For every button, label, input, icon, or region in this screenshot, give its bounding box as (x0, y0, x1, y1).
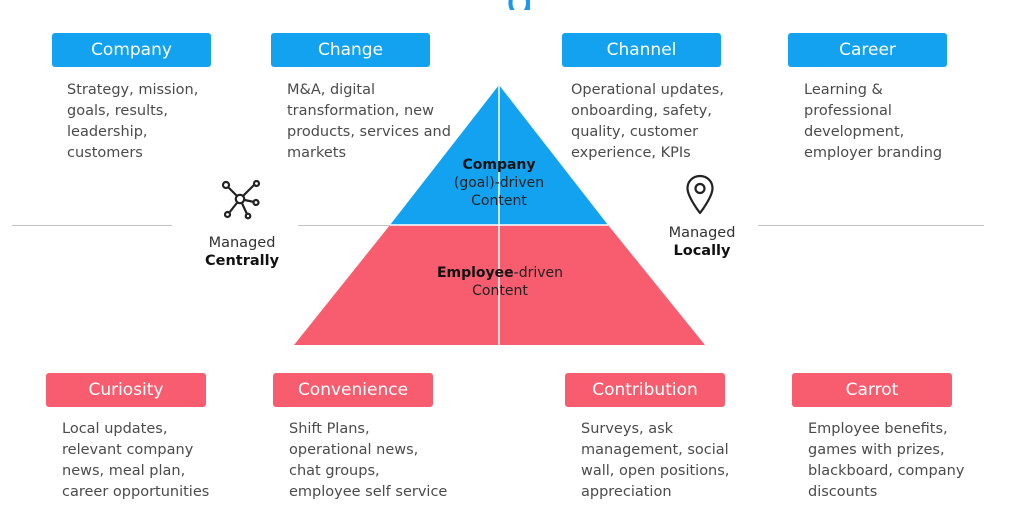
desc-line: relevant company (62, 442, 194, 458)
desc-line: development, (804, 124, 905, 140)
desc-line: Shift Plans, (289, 421, 370, 437)
carrot-description: Employee benefits, games with prizes, bl… (808, 419, 964, 503)
managed-right-line2: Locally (673, 243, 731, 259)
desc-line: management, social (581, 442, 729, 458)
category-company: Company (52, 33, 211, 67)
pyramid-bottom-line1: Employee-driven (436, 265, 564, 281)
desc-line: quality, customer (571, 124, 699, 140)
divider-right (758, 225, 984, 226)
category-carrot: Carrot (792, 373, 952, 407)
managed-left-line1: Managed (208, 235, 276, 251)
desc-line: onboarding, safety, (571, 103, 712, 119)
contribution-description: Surveys, ask management, social wall, op… (581, 419, 729, 503)
desc-line: blackboard, company (808, 463, 965, 479)
managed-centrally-label: Managed Centrally (192, 234, 292, 270)
desc-line: wall, open positions, (581, 463, 730, 479)
pyramid-bottom-line2: Content (472, 283, 528, 299)
desc-line: news, meal plan, (62, 463, 186, 479)
desc-line: leadership, (67, 124, 148, 140)
location-pin-icon (686, 174, 714, 215)
category-channel: Channel (562, 33, 721, 67)
desc-line: customers (67, 145, 143, 161)
desc-line: appreciation (581, 484, 672, 500)
desc-line: products, services and (287, 124, 451, 140)
desc-line: Employee benefits, (808, 421, 948, 437)
desc-line: Strategy, mission, (67, 82, 199, 98)
category-contribution: Contribution (565, 373, 725, 407)
desc-line: Surveys, ask (581, 421, 674, 437)
desc-line: games with prizes, (808, 442, 945, 458)
managed-left-line2: Centrally (204, 253, 280, 269)
desc-line: goals, results, (67, 103, 168, 119)
category-career: Career (788, 33, 947, 67)
pyramid-top-bold: Company (462, 157, 536, 173)
career-description: Learning & professional development, emp… (804, 80, 942, 164)
curiosity-description: Local updates, relevant company news, me… (62, 419, 209, 503)
desc-line: Operational updates, (571, 82, 724, 98)
channel-description: Operational updates, onboarding, safety,… (571, 80, 724, 164)
desc-line: discounts (808, 484, 878, 500)
desc-line: career opportunities (62, 484, 210, 500)
pyramid-top-line3: Content (471, 193, 527, 209)
pyramid-top-label: Company (goal)-driven Content (420, 156, 578, 210)
change-description: M&A, digital transformation, new product… (287, 80, 451, 164)
company-description: Strategy, mission, goals, results, leade… (67, 80, 198, 164)
desc-line: operational news, (289, 442, 419, 458)
desc-line: professional (804, 103, 892, 119)
category-curiosity: Curiosity (46, 373, 206, 407)
pyramid-top-line2: (goal)-driven (453, 175, 545, 191)
category-change: Change (271, 33, 430, 67)
desc-line: employer branding (804, 145, 943, 161)
divider-center-left (298, 225, 390, 226)
network-hub-icon (221, 179, 261, 220)
desc-line: Local updates, (62, 421, 168, 437)
desc-line: Learning & (804, 82, 883, 98)
page-title-fragment: g (470, 0, 570, 10)
pyramid-bottom-label: Employee-driven Content (400, 264, 600, 300)
desc-line: chat groups, (289, 463, 380, 479)
desc-line: transformation, new (287, 103, 434, 119)
desc-line: M&A, digital (287, 82, 376, 98)
managed-locally-label: Managed Locally (652, 224, 752, 260)
desc-line: experience, KPIs (571, 145, 691, 161)
category-convenience: Convenience (273, 373, 433, 407)
desc-line: markets (287, 145, 347, 161)
managed-right-line1: Managed (668, 225, 736, 241)
divider-left (12, 225, 172, 226)
desc-line: employee self service (289, 484, 448, 500)
convenience-description: Shift Plans, operational news, chat grou… (289, 419, 447, 503)
